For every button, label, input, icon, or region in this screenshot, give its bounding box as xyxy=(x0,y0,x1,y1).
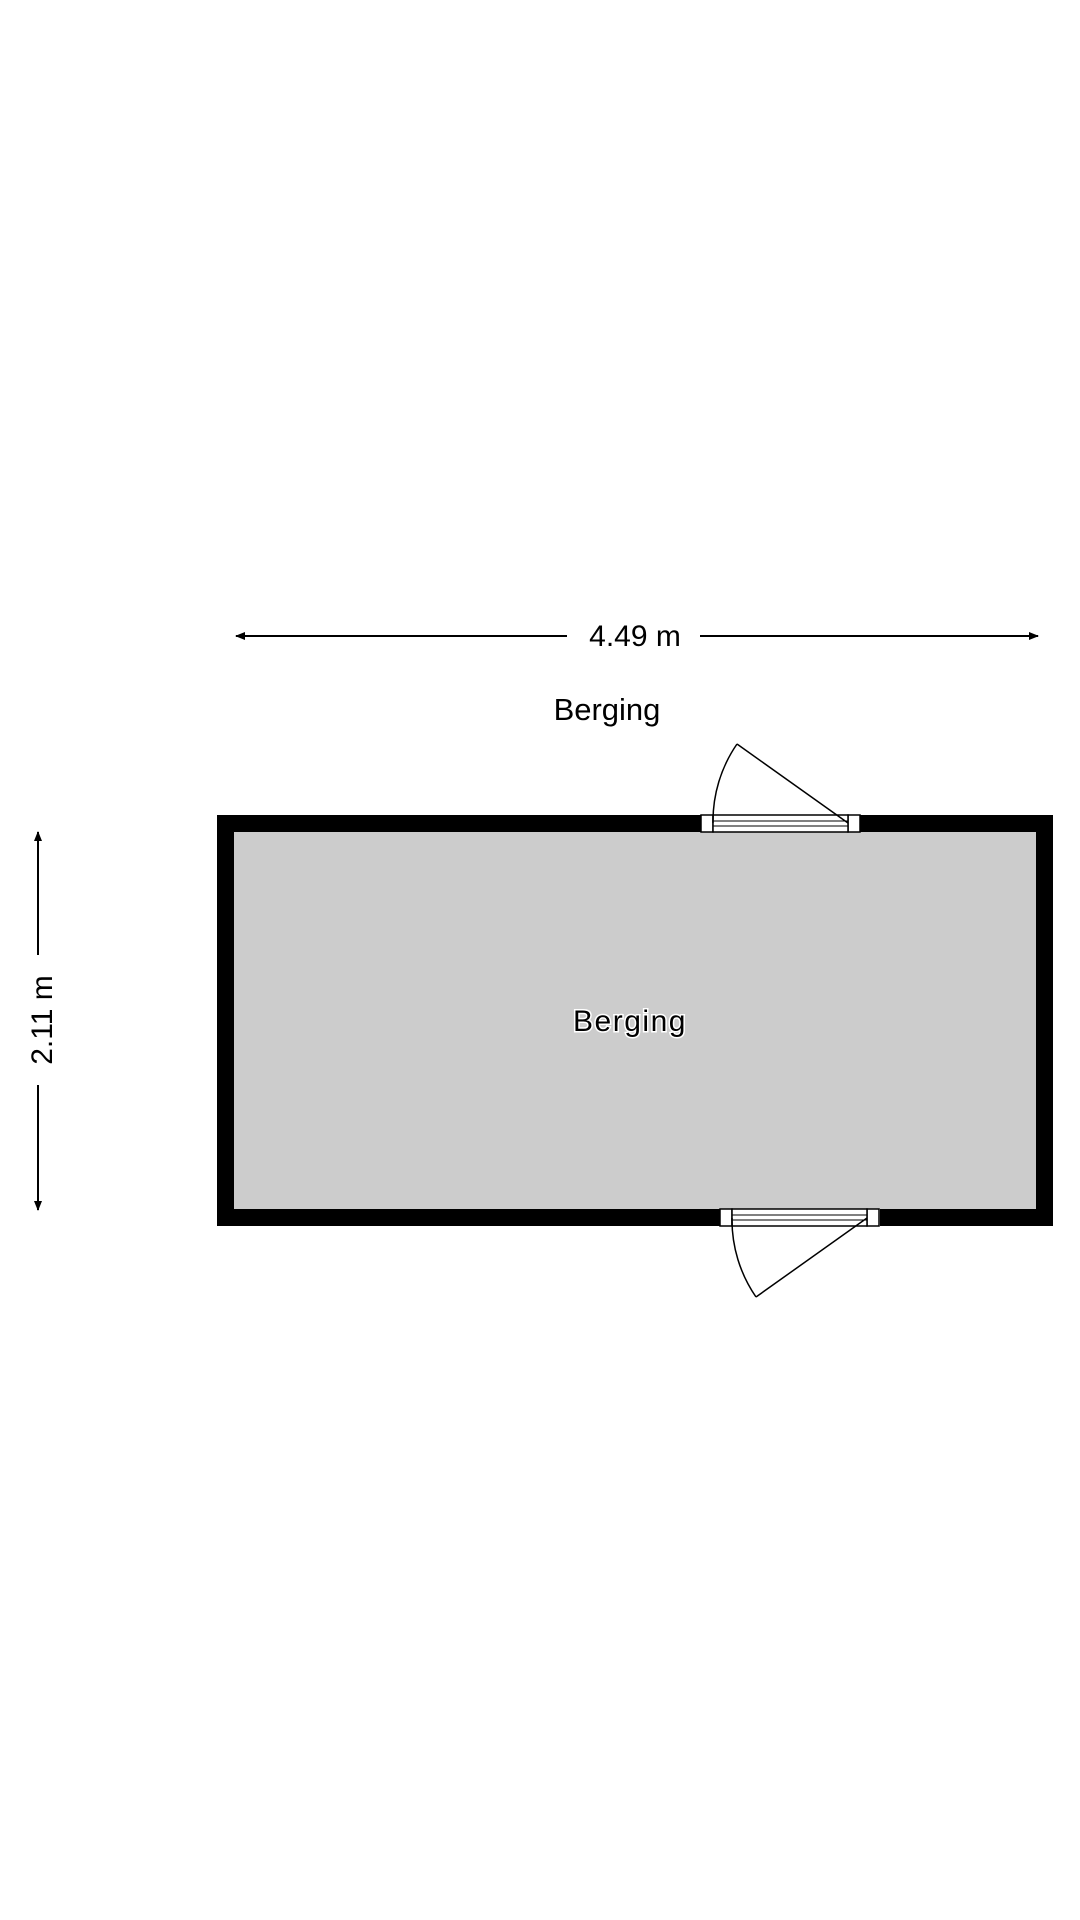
door-bottom xyxy=(719,1208,880,1298)
door-top-swing-arc xyxy=(712,743,738,824)
wall-top-left xyxy=(217,815,701,832)
room-floor xyxy=(217,815,1053,1226)
room-berging xyxy=(217,815,1053,1226)
wall-left xyxy=(217,815,234,1226)
room-label: Berging xyxy=(573,1005,687,1038)
height-dimension-label: 2.11 m xyxy=(26,975,59,1065)
width-dimension: 4.49 m xyxy=(235,620,1039,653)
door-top-leaf xyxy=(736,743,849,824)
floor-title: Berging xyxy=(554,692,661,727)
wall-bottom-right xyxy=(880,1209,1053,1226)
height-dimension: 2.11 m xyxy=(26,831,59,1211)
door-bottom-swing-arc xyxy=(731,1217,757,1298)
door-top xyxy=(700,743,861,833)
wall-right xyxy=(1036,815,1053,1226)
width-dimension-label: 4.49 m xyxy=(589,620,681,653)
wall-top-right xyxy=(860,815,1053,832)
door-bottom-leaf xyxy=(755,1217,868,1298)
wall-bottom-left xyxy=(217,1209,720,1226)
